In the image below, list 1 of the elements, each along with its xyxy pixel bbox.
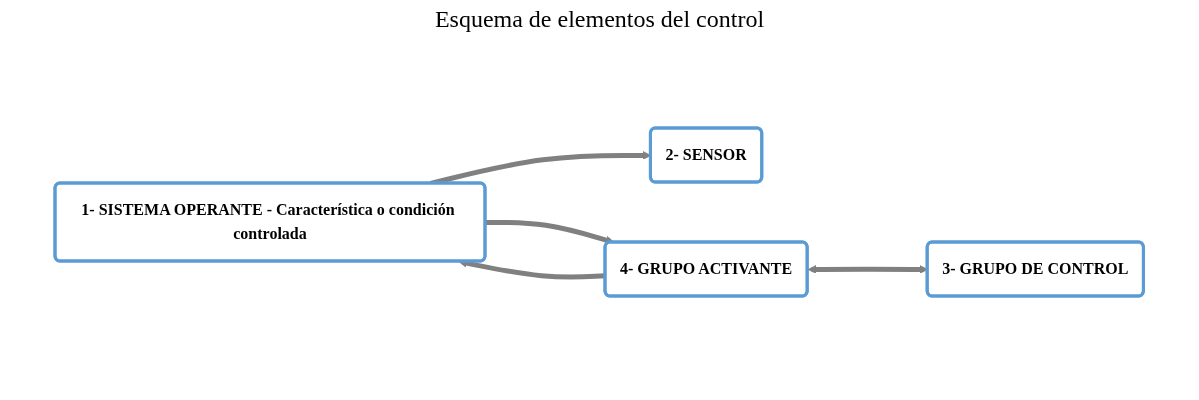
diagram-title: Esquema de elementos del control [433, 6, 766, 33]
